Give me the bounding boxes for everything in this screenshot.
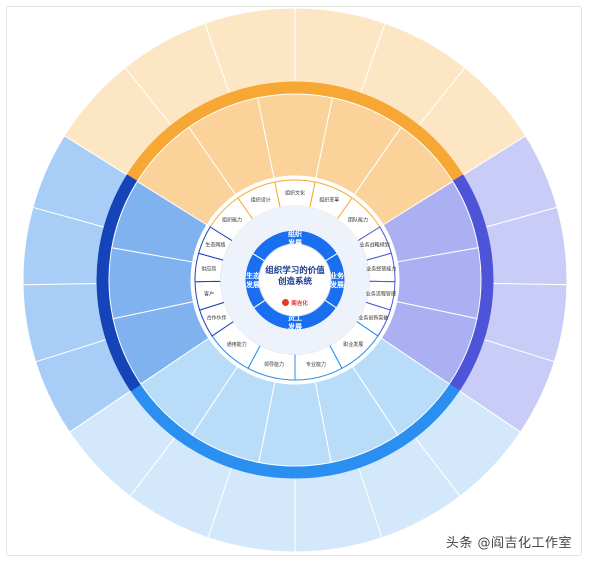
center-core xyxy=(258,243,332,317)
brand-logo: 阁吉化 xyxy=(270,292,320,307)
sector-item-label: 业务战略规划 xyxy=(360,241,390,248)
sector-item-label: 团队能力 xyxy=(348,217,368,224)
sector-item-label: 客户 xyxy=(204,290,214,297)
hub-label-left-2: 发展 xyxy=(245,280,261,289)
left-mid-tile xyxy=(111,180,208,263)
logo-text: 阁吉化 xyxy=(291,300,308,307)
sector-item-label: 组织能力 xyxy=(222,217,242,224)
hub-label-right-2: 发展 xyxy=(329,280,345,289)
sector-item-label: 专业能力 xyxy=(306,361,326,368)
watermark: 头条 @阎吉化工作室 xyxy=(445,536,572,551)
sector-item-label: 合作伙伴 xyxy=(207,314,227,321)
sector-item-label: 生态网络 xyxy=(205,241,225,248)
sector-item-label: 供应商 xyxy=(201,266,216,273)
sector-item-label: 组织设计 xyxy=(251,197,271,204)
hub-label-left: 生态 xyxy=(246,271,260,280)
sector-item-label: 组织文化 xyxy=(285,190,305,197)
hub-label-bottom: 员工 xyxy=(288,313,302,322)
center-title: 组织学习的价值创造系统 xyxy=(265,266,325,287)
sector-item-label: 业务创新突破 xyxy=(358,314,388,321)
sector-item-label: 领导能力 xyxy=(264,361,284,368)
sector-item-label: 通用能力 xyxy=(227,341,247,348)
hub-label-right: 业务 xyxy=(330,271,345,280)
hub-label-top: 组织 xyxy=(288,229,302,238)
hub-gap xyxy=(220,205,370,355)
hub-label-bottom-2: 发展 xyxy=(287,322,303,331)
sector-item-label: 组织变革 xyxy=(319,197,339,204)
sector-item-label: 业务经营能力 xyxy=(366,266,396,273)
logo-mark-icon xyxy=(282,299,290,306)
sector-item-label: 业务流程管理 xyxy=(366,290,396,297)
sector-item-label: 职业发展 xyxy=(343,341,363,348)
hub-label-top-2: 发展 xyxy=(287,238,303,247)
